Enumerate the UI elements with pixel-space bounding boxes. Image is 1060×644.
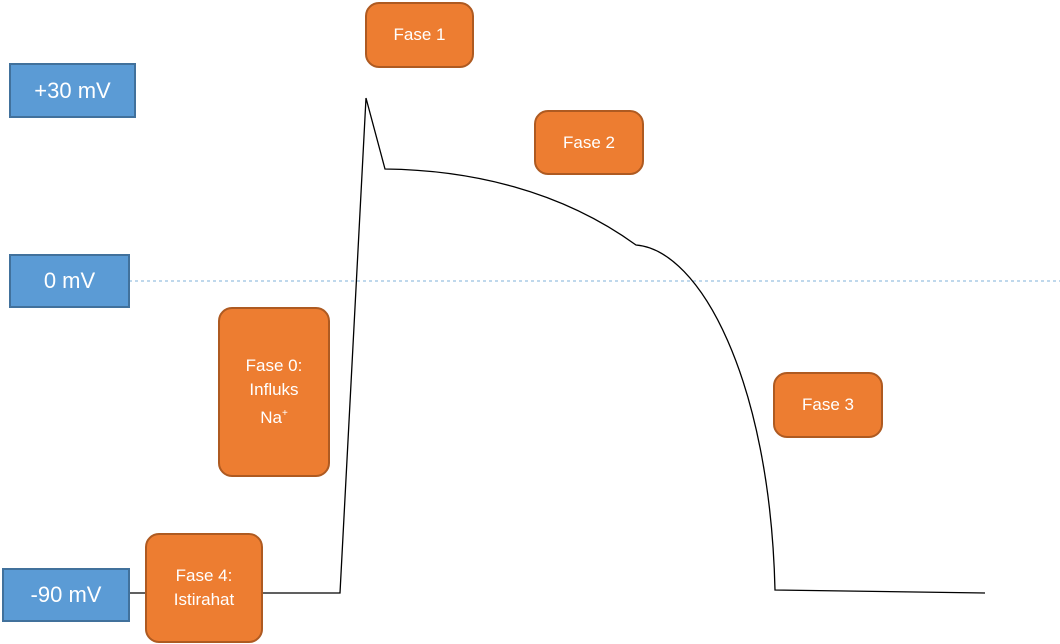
voltage-text: 0 mV: [43, 268, 96, 293]
voltage-text: +30 mV: [34, 77, 111, 103]
phase-4-box: Fase 4: Istirahat: [145, 533, 263, 643]
voltage-label-zero: 0 mV: [9, 254, 130, 308]
voltage-label-plus30: +30 mV: [9, 63, 136, 118]
ion-label: Na: [260, 408, 282, 427]
voltage-label-minus90: -90 mV: [2, 568, 130, 622]
ion-charge: +: [281, 408, 288, 419]
phase-label: Fase 2: [563, 132, 615, 152]
action-potential-curve: [129, 97, 986, 594]
phase-label: Fase 0:: [245, 356, 303, 375]
phase-label: Influks: [249, 380, 299, 399]
phase-1-box: Fase 1: [365, 2, 474, 68]
phase-3-box: Fase 3: [773, 372, 883, 438]
voltage-text: -90 mV: [30, 582, 102, 607]
phase-label: Fase 4:: [175, 566, 233, 585]
phase-label: Na+: [260, 402, 288, 430]
phase-2-box: Fase 2: [534, 110, 644, 175]
phase-0-box: Fase 0: Influks Na+: [218, 307, 330, 477]
phase-label: Fase 3: [802, 395, 854, 414]
phase-label: Fase 1: [393, 25, 446, 44]
phase-label: Istirahat: [173, 590, 235, 609]
